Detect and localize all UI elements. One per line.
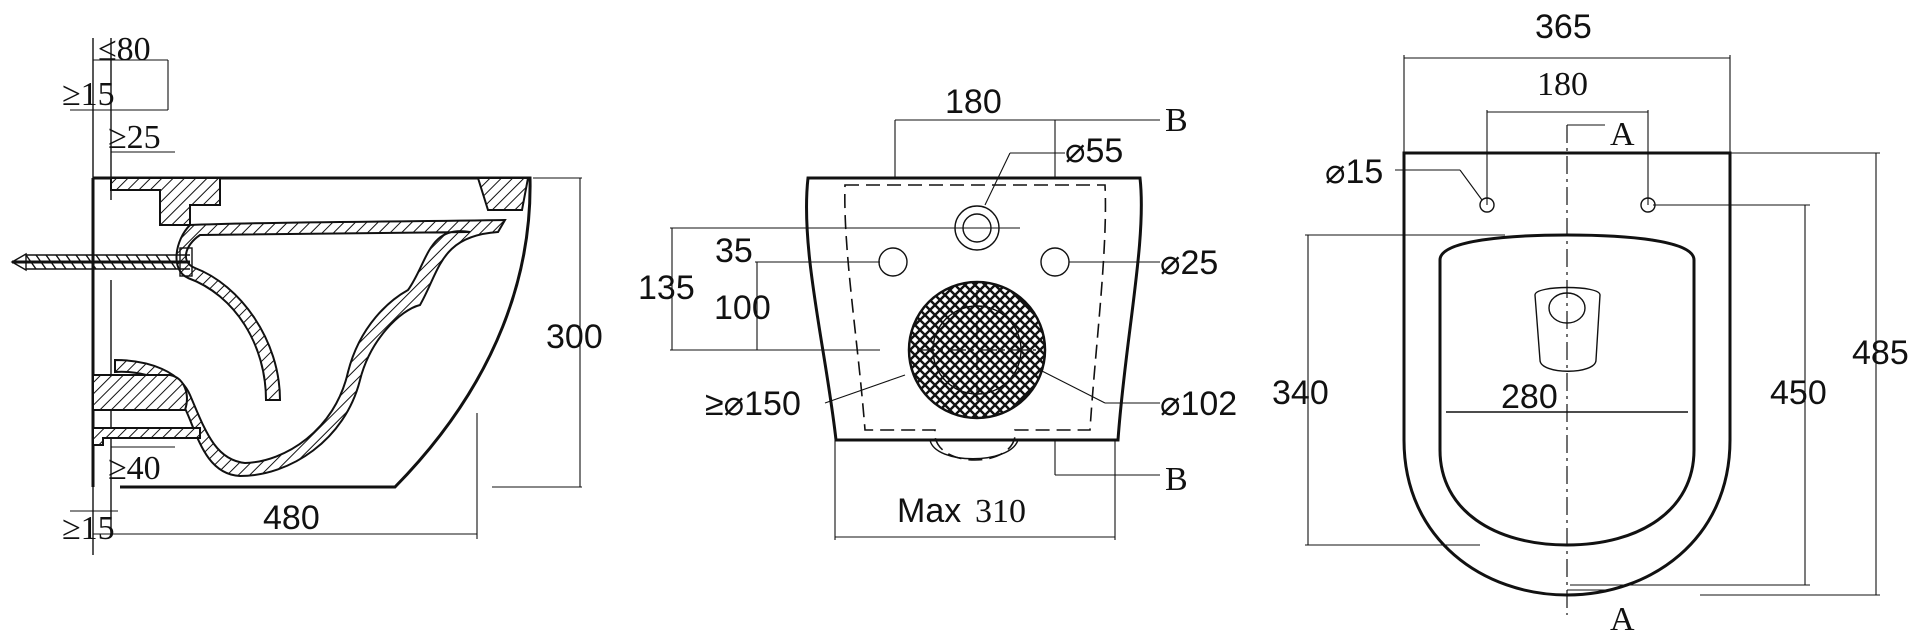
label-180-back: 180 <box>945 83 1002 121</box>
label-135: 135 <box>638 269 695 307</box>
label-dia-25: ⌀25 <box>1160 244 1218 282</box>
label-max: Max <box>897 492 961 530</box>
leader-line <box>984 152 1011 206</box>
bowl-outline <box>93 176 532 489</box>
outlet-pipe-lower <box>92 374 188 411</box>
outlet-pipe <box>92 427 201 446</box>
label-section-a-bottom: A <box>1610 601 1635 638</box>
back-view: 180 B ⌀55 ⌀25 35 135 100 ≥⌀150 ⌀102 <box>638 83 1237 540</box>
label-max-310: 310 <box>975 493 1026 530</box>
bottom-tab <box>929 439 1019 460</box>
label-dia-102: ⌀102 <box>1160 385 1237 423</box>
label-485: 485 <box>1852 334 1909 372</box>
label-100: 100 <box>714 289 771 327</box>
leader-line <box>824 374 906 404</box>
rim-front-section <box>476 177 530 211</box>
bolt <box>10 247 193 277</box>
label-340: 340 <box>1272 374 1329 412</box>
label-dia-55: ⌀55 <box>1065 132 1123 170</box>
spray-outlet <box>1534 286 1601 372</box>
seat-hole-left <box>1479 197 1495 213</box>
label-300: 300 <box>546 318 603 356</box>
label-280: 280 <box>1501 378 1558 416</box>
label-le-80: ≤80 <box>98 31 151 68</box>
bolt-hole-left <box>878 247 908 277</box>
leader-line <box>1039 369 1106 404</box>
waste-outlet-hatched <box>907 280 1047 420</box>
label-ge-25: ≥25 <box>108 119 161 156</box>
rim-section <box>110 177 221 226</box>
leader-line <box>1459 169 1483 201</box>
label-35: 35 <box>715 232 753 270</box>
side-view: ≤80 ≥15 ≥25 ≥40 ≥15 <box>10 31 603 555</box>
bowl-inner-wall <box>114 218 507 478</box>
back-outline <box>805 176 1143 442</box>
inner-dashed-outline <box>844 184 1107 461</box>
label-ge-15-top: ≥15 <box>62 76 115 113</box>
label-365: 365 <box>1535 8 1592 46</box>
label-ge-40: ≥40 <box>108 450 161 487</box>
label-section-b-bottom: B <box>1165 461 1188 498</box>
label-180-top: 180 <box>1537 66 1588 103</box>
label-480: 480 <box>263 499 320 537</box>
label-450: 450 <box>1770 374 1827 412</box>
label-dia-15: ⌀15 <box>1325 153 1383 191</box>
label-ge-15-bottom: ≥15 <box>62 510 115 547</box>
label-dia-150: ≥⌀150 <box>705 385 801 423</box>
label-section-a-top: A <box>1610 116 1635 153</box>
top-view: A A 365 180 ⌀15 340 280 450 485 <box>1272 8 1909 638</box>
seat-outline <box>1438 233 1696 547</box>
bolt-hole-right <box>1040 247 1070 277</box>
label-section-b-top: B <box>1165 102 1188 139</box>
